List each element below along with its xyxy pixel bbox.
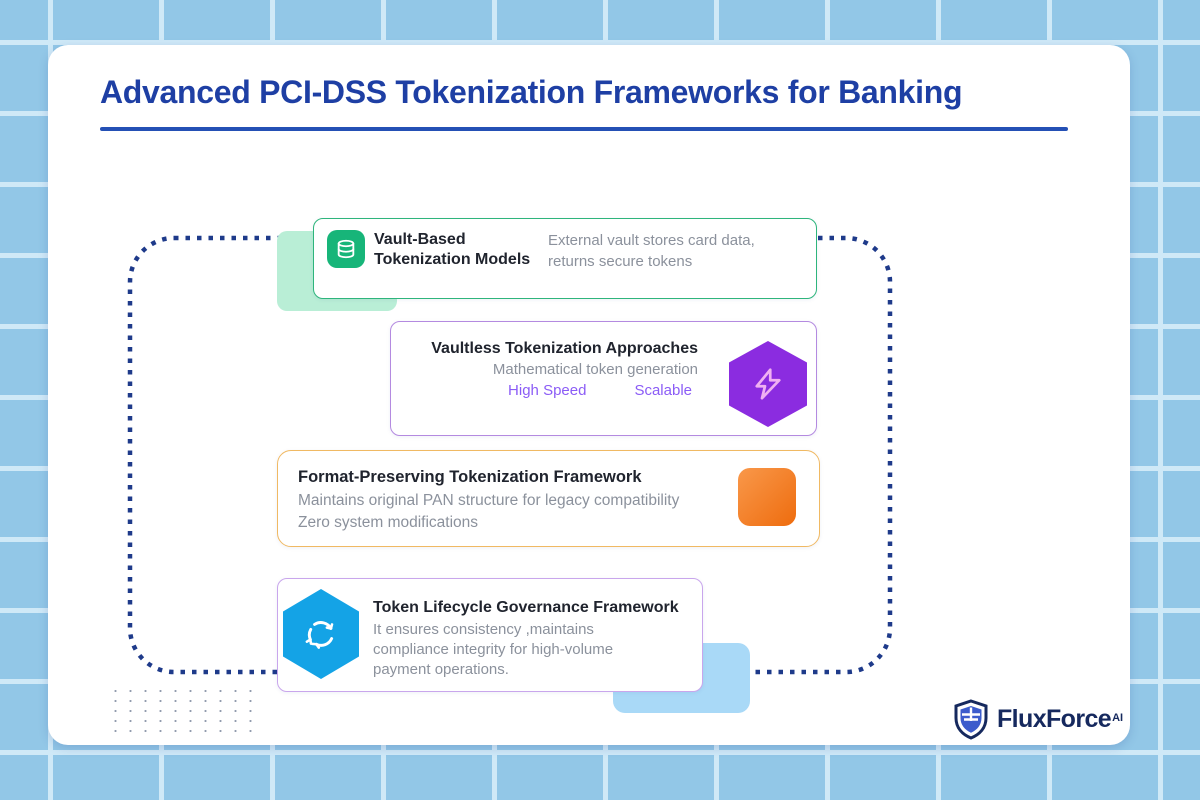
card-lifecycle-title: Token Lifecycle Governance Framework [373, 599, 679, 616]
card-vaultless: Vaultless Tokenization Approaches Mathem… [390, 321, 817, 436]
logo-text: FluxForce [997, 705, 1112, 733]
card-vaultless-description: Mathematical token generation [492, 361, 698, 378]
database-icon [327, 230, 365, 268]
logo-suffix: AI [1112, 711, 1124, 724]
shield-icon [954, 699, 988, 740]
card-vault-based: Vault-Based Tokenization Models External… [313, 218, 817, 299]
card-format-description: Maintains original PAN structure for leg… [298, 492, 680, 509]
tag-high-speed: High Speed [508, 382, 587, 399]
card-lifecycle-description: It ensures consistency ,maintains compli… [373, 621, 614, 678]
lightning-icon [729, 341, 807, 427]
card-lifecycle: Token Lifecycle Governance Framework It … [277, 578, 703, 692]
page-title: Advanced PCI-DSS Tokenization Frameworks… [100, 74, 963, 110]
card-vaultless-tags: High Speed Scalable [388, 382, 698, 399]
card-vaultless-title: Vaultless Tokenization Approaches [431, 340, 698, 357]
card-vault-title: Vault-Based Tokenization Models [374, 231, 531, 268]
cycle-arrows-icon [283, 589, 359, 679]
card-format-title: Format-Preserving Tokenization Framework [298, 468, 642, 486]
card-format-note: Zero system modifications [298, 514, 479, 531]
card-vault-description: External vault stores card data, returns… [548, 232, 755, 270]
brand-logo: FluxForceAI [952, 699, 1123, 740]
card-format-preserving: Format-Preserving Tokenization Framework… [277, 450, 820, 547]
title-underline [100, 127, 1068, 131]
orange-square-icon [738, 468, 796, 526]
tag-scalable: Scalable [634, 382, 692, 399]
dot-grid-deco [108, 686, 260, 738]
